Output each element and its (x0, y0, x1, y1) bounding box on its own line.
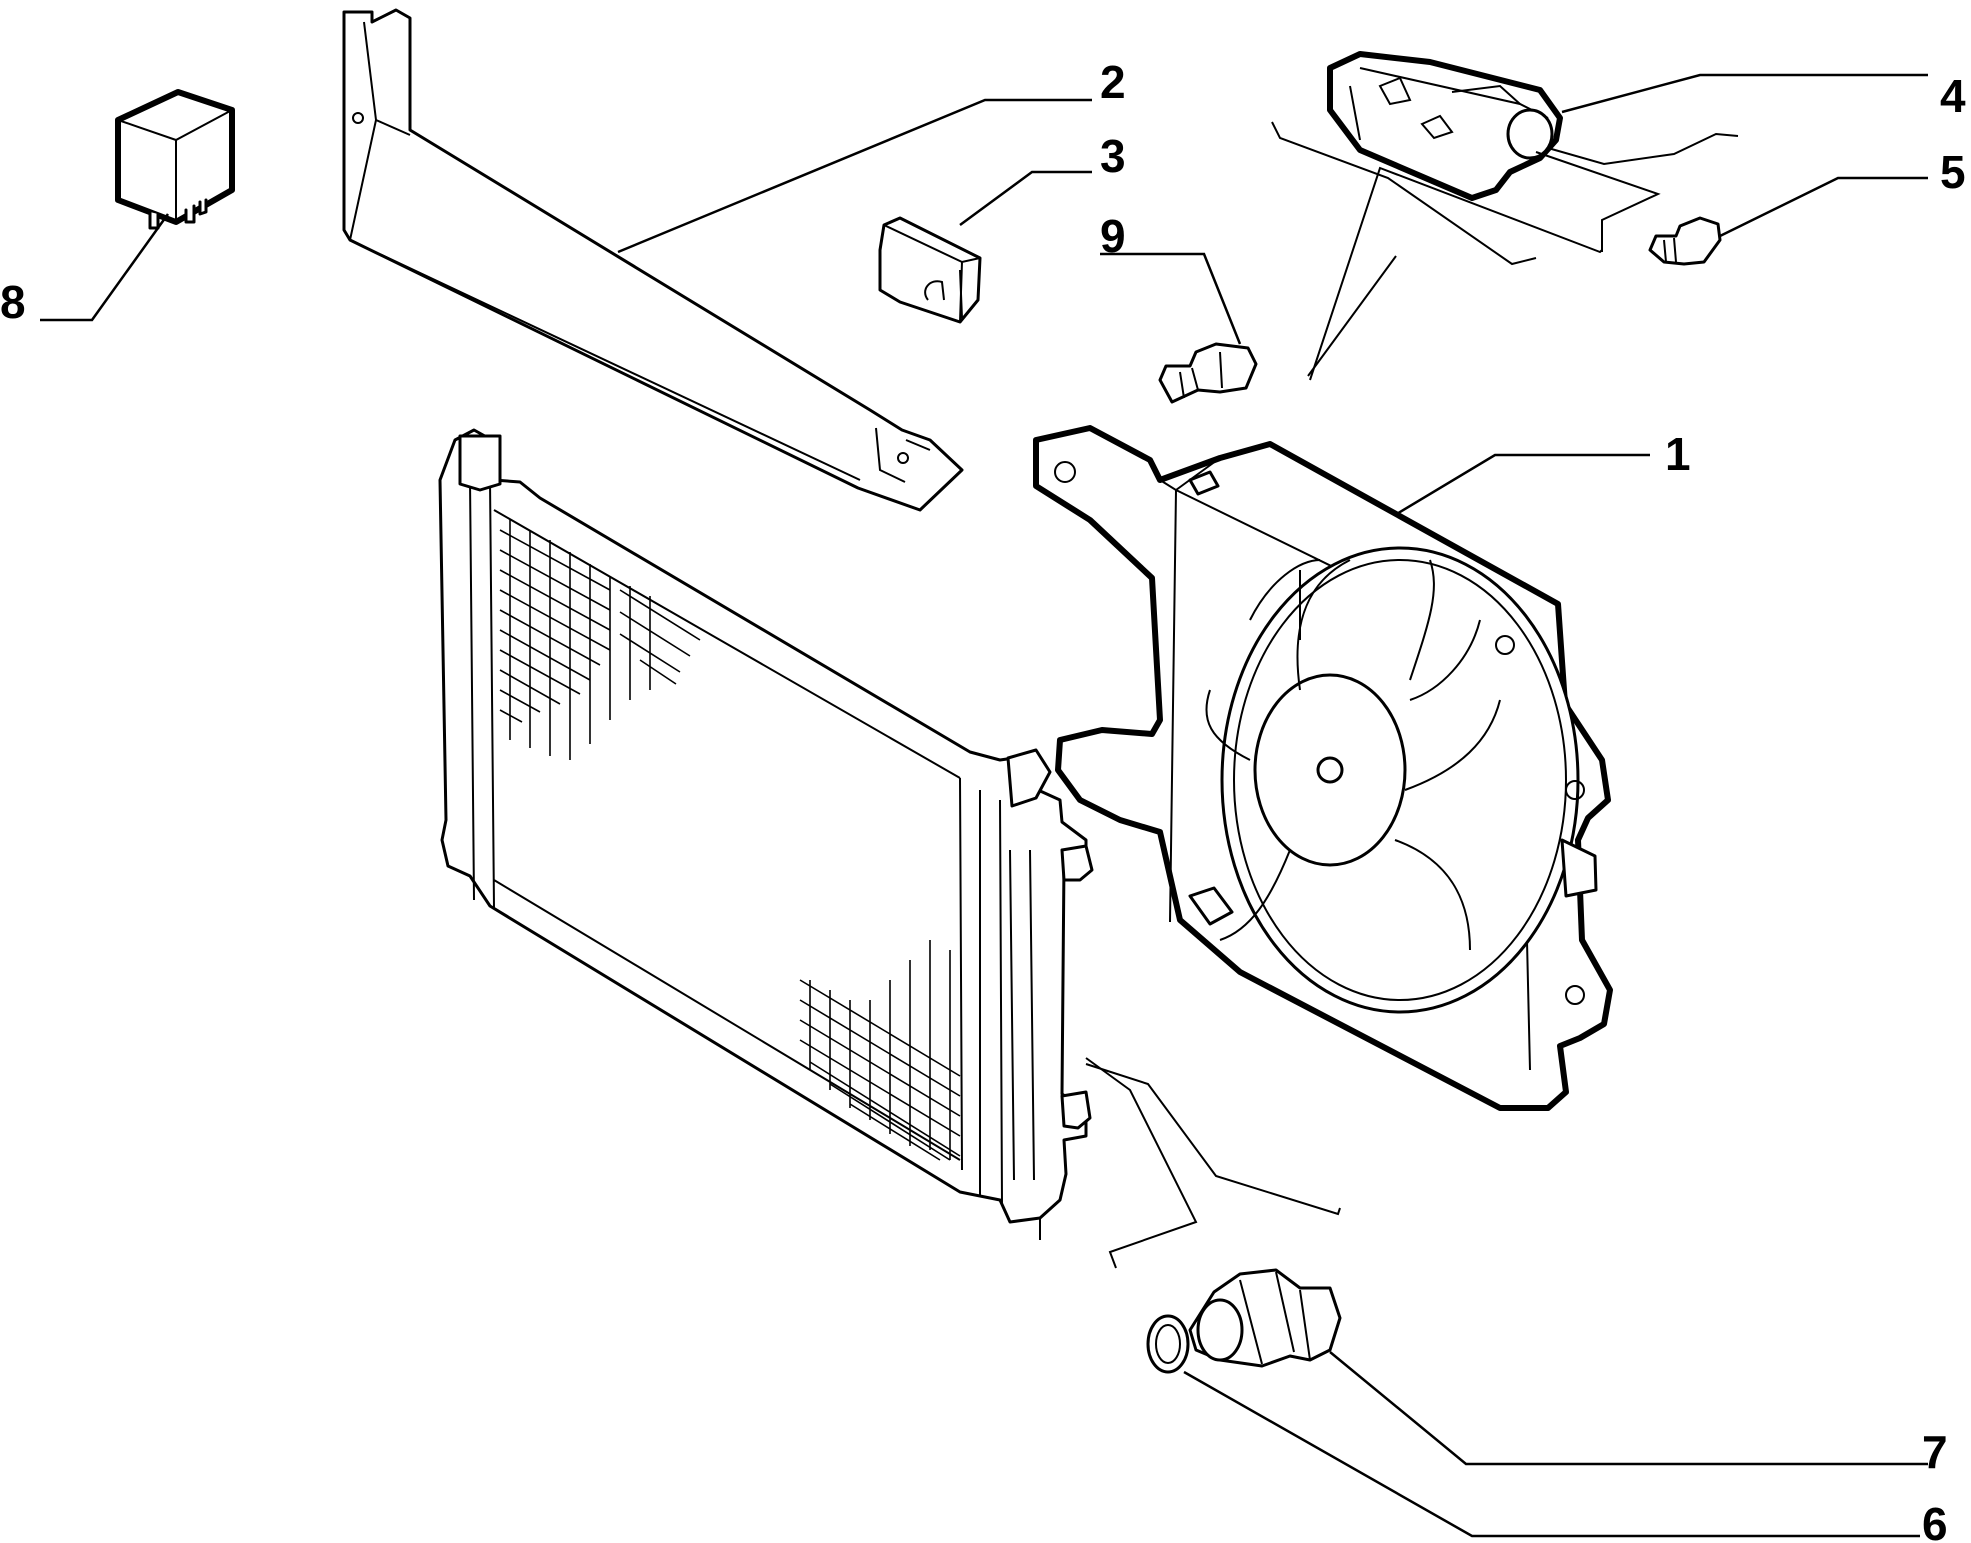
bolt-part-5 (1648, 216, 1722, 266)
resistor-part-4 (1327, 51, 1563, 201)
clip-part-3 (878, 216, 982, 324)
callout-1: 1 (1665, 428, 1691, 480)
radiator-core-upper (499, 520, 701, 760)
callout-6: 6 (1922, 1498, 1948, 1543)
callout-9: 9 (1100, 210, 1126, 262)
callouts: 1 2 3 4 5 6 7 8 9 (0, 56, 1966, 1543)
leader-lines (40, 73, 1928, 1538)
thermal-switch-part-7 (1188, 1268, 1342, 1368)
radiator (438, 428, 1094, 1240)
crossmember-part-2 (342, 8, 964, 512)
callout-8: 8 (0, 276, 26, 328)
callout-5: 5 (1940, 146, 1966, 198)
callout-4: 4 (1940, 70, 1966, 122)
callout-2: 2 (1100, 56, 1126, 108)
radiator-core-lower (799, 940, 961, 1161)
callout-7: 7 (1922, 1426, 1948, 1478)
callout-3: 3 (1100, 130, 1126, 182)
relay-part-8 (115, 89, 235, 230)
fan-assembly-part-1 (1033, 425, 1613, 1111)
washer-part-6 (1146, 1314, 1190, 1374)
bolt-part-9 (1158, 342, 1258, 404)
